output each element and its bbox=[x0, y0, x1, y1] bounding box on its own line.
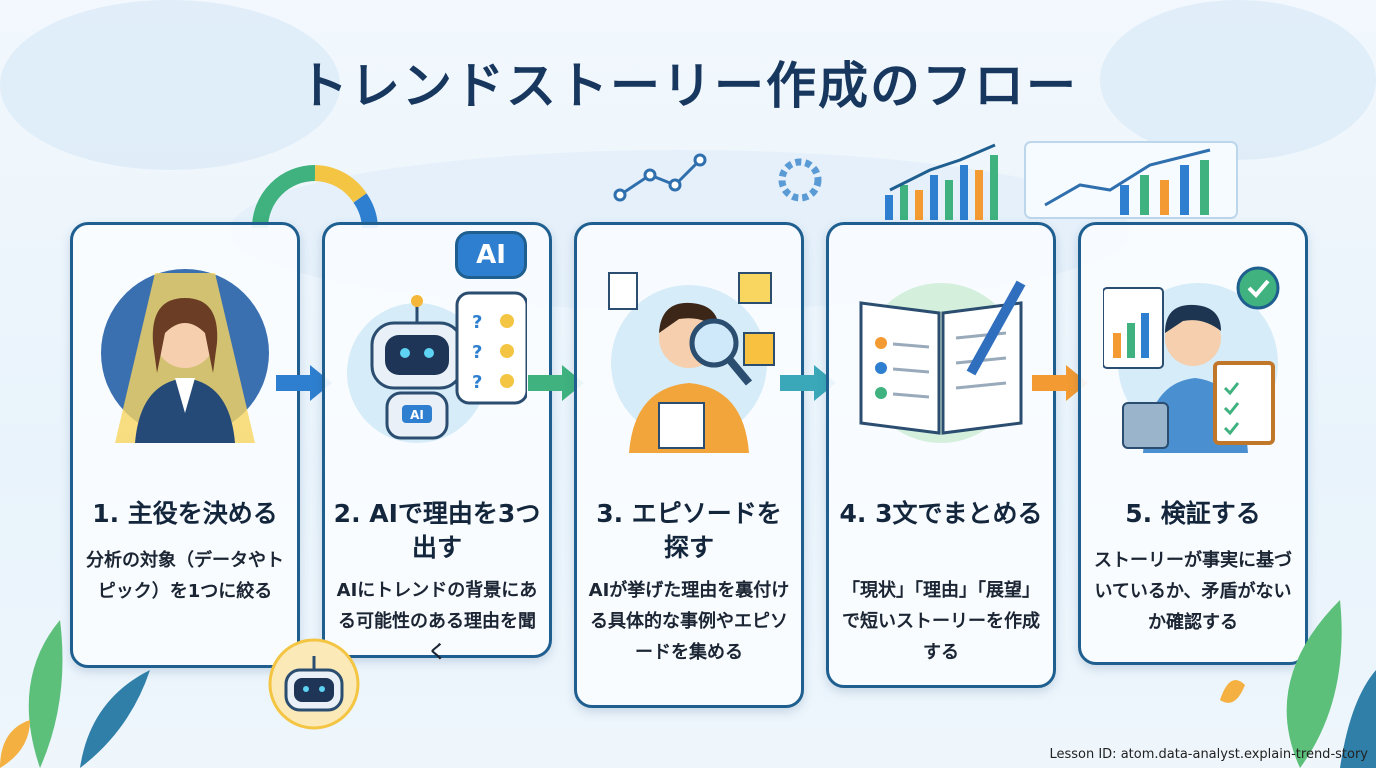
step-description: 「現状」「理由」「展望」で短いストーリーを作成する bbox=[842, 580, 1040, 663]
step-title: 4. 3文でまとめる bbox=[839, 499, 1043, 528]
step-description: AIが挙げた理由を裏付ける具体的な事例やエピソードを集める bbox=[588, 580, 790, 663]
background-blob bbox=[0, 0, 340, 170]
step-card-2: AI ? ? ? AI 2. AIで理由を3つ出す AIにトレンドの背景にある可… bbox=[322, 222, 552, 663]
leaf-plant-decoration bbox=[1220, 600, 1376, 768]
line-chart-icon bbox=[613, 153, 822, 202]
step-title: 1. 主役を決める bbox=[92, 499, 278, 528]
step-title: 3. エピソードを探す bbox=[596, 499, 782, 562]
notebook-pen-icon bbox=[859, 280, 1026, 443]
ai-badge: AI bbox=[455, 231, 527, 279]
background-blob bbox=[1100, 0, 1376, 160]
leaf-plant-decoration bbox=[0, 620, 150, 768]
ai-robot-icon: AI ? ? ? bbox=[347, 291, 527, 443]
robot-chest-label: AI bbox=[410, 408, 424, 422]
bar-chart-decoration bbox=[885, 141, 1238, 220]
arrow-right-icon bbox=[276, 365, 332, 401]
step-description: 分析の対象（データやトピック）を1つに絞る bbox=[86, 550, 284, 602]
step-title: 5. 検証する bbox=[1125, 499, 1261, 528]
donut-chart-icon bbox=[252, 165, 378, 229]
svg-text:?: ? bbox=[472, 372, 482, 393]
clipboard-check-icon bbox=[1103, 266, 1280, 453]
lesson-id-footer: Lesson ID: atom.data-analyst.explain-tre… bbox=[1049, 747, 1368, 762]
step-description: ストーリーが事実に基づいているか、矛盾がないか確認する bbox=[1094, 550, 1292, 633]
step-title: 2. AIで理由を3つ出す bbox=[333, 499, 541, 562]
step-description: AIにトレンドの背景にある可能性のある理由を聞く bbox=[336, 580, 538, 663]
svg-text:?: ? bbox=[472, 312, 482, 333]
arrow-right-icon bbox=[528, 365, 584, 401]
arrow-right-icon bbox=[780, 365, 836, 401]
step-card-5: 5. 検証する ストーリーが事実に基づいているか、矛盾がないか確認する bbox=[1078, 222, 1308, 665]
step-card-3: 3. エピソードを探す AIが挙げた理由を裏付ける具体的な事例やエピソードを集め… bbox=[574, 222, 804, 708]
robot-avatar-icon bbox=[268, 638, 360, 730]
magnifier-person-icon bbox=[608, 272, 775, 453]
spotlight-person-icon bbox=[101, 269, 269, 443]
step-card-4: 4. 3文でまとめる 「現状」「理由」「展望」で短いストーリーを作成する bbox=[826, 222, 1056, 688]
arrow-right-icon bbox=[1032, 365, 1088, 401]
page-title: トレンドストーリー作成のフロー bbox=[298, 57, 1078, 115]
svg-text:?: ? bbox=[472, 342, 482, 363]
step-card-1: 1. 主役を決める 分析の対象（データやトピック）を1つに絞る bbox=[70, 222, 300, 668]
